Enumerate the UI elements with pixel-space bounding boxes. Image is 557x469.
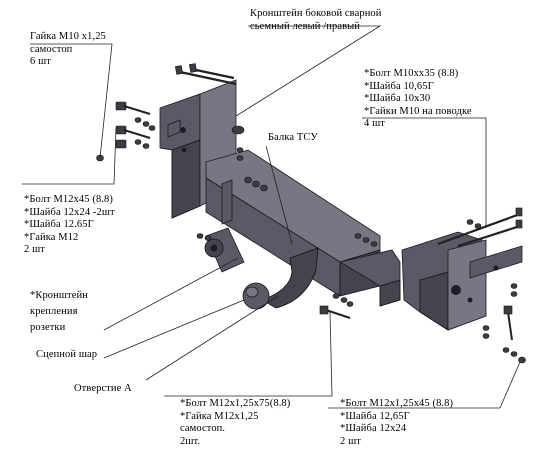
label-side-bracket: Кронштейн боковой сварной сьемный левый … bbox=[250, 8, 382, 33]
right-hardware bbox=[466, 219, 526, 364]
right-side-bracket bbox=[401, 231, 523, 331]
label-line: *Шайба 12.65Г bbox=[24, 219, 94, 230]
label-line: розетки bbox=[30, 322, 66, 333]
label-line: *Гайки М10 на поводке bbox=[364, 105, 472, 117]
label-line: *Шайба 10,65Г bbox=[364, 80, 434, 92]
label-line: 2шт. bbox=[180, 435, 201, 447]
right-long-bolts bbox=[437, 207, 523, 248]
label-bolts-m12x45-fine: *Болт М12х1,25х45 (8.8) *Шайба 12,65Г *Ш… bbox=[340, 398, 453, 448]
leader-lines bbox=[22, 25, 521, 409]
label-line: *Болт М10хх35 (8.8) bbox=[364, 68, 459, 79]
label-line: *Кронштейн bbox=[30, 290, 88, 301]
label-line: *Болт М12х45 (8.8) bbox=[24, 194, 113, 205]
label-line: *Болт М12х1,25х75(8.8) bbox=[180, 398, 291, 409]
label-bolts-m12x45: *Болт М12х45 (8.8) *Шайба 12х24 -2шт *Ша… bbox=[24, 194, 115, 257]
left-hardware bbox=[96, 101, 245, 162]
socket-bracket bbox=[204, 227, 245, 273]
label-bolts-m12x75: *Болт М12х1,25х75(8.8) *Гайка М12х1,25 с… bbox=[180, 398, 290, 448]
left-long-bolts bbox=[175, 63, 237, 86]
center-hardware bbox=[196, 176, 378, 319]
label-line: Сцепной шар bbox=[36, 349, 98, 360]
label-line: крепления bbox=[30, 306, 78, 317]
label-hole-a: Отверстие А bbox=[74, 383, 132, 396]
label-line: Отверстие А bbox=[74, 383, 132, 394]
label-line: 2 шт bbox=[340, 435, 361, 447]
label-line: Кронштейн боковой сварной bbox=[250, 8, 382, 19]
label-bolts-m10: *Болт М10хх35 (8.8) *Шайба 10,65Г *Шайба… bbox=[364, 68, 472, 131]
label-line: 4 шт bbox=[364, 118, 385, 129]
label-socket-bracket: *Кронштейн крепления розетки bbox=[30, 288, 88, 336]
label-line: сьемный левый /правый bbox=[250, 20, 361, 32]
label-line: 2 шт bbox=[24, 244, 45, 255]
label-line: Балка ТСУ bbox=[268, 132, 318, 143]
label-line: *Шайба 10х30 bbox=[364, 93, 431, 104]
label-line: *Шайба 12х24 -2шт bbox=[24, 206, 115, 218]
label-line: *Гайка М12х1,25 bbox=[180, 410, 259, 422]
label-nut-m10: Гайка М10 х1,25 самостоп 6 шт bbox=[30, 31, 106, 69]
label-line: *Шайба 12,65Г bbox=[340, 410, 410, 422]
label-line: самостоп bbox=[30, 43, 73, 55]
label-line: Гайка М10 х1,25 bbox=[30, 31, 106, 42]
label-beam: Балка ТСУ bbox=[268, 132, 318, 145]
label-line: *Болт М12х1,25х45 (8.8) bbox=[340, 398, 454, 409]
tow-ball bbox=[242, 247, 319, 310]
label-tow-ball: Сцепной шар bbox=[36, 349, 97, 362]
label-line: *Гайка М12 bbox=[24, 231, 79, 243]
label-line: 6 шт bbox=[30, 56, 51, 67]
label-line: *Шайба 12х24 bbox=[340, 423, 407, 434]
label-line: самостоп. bbox=[180, 423, 226, 434]
